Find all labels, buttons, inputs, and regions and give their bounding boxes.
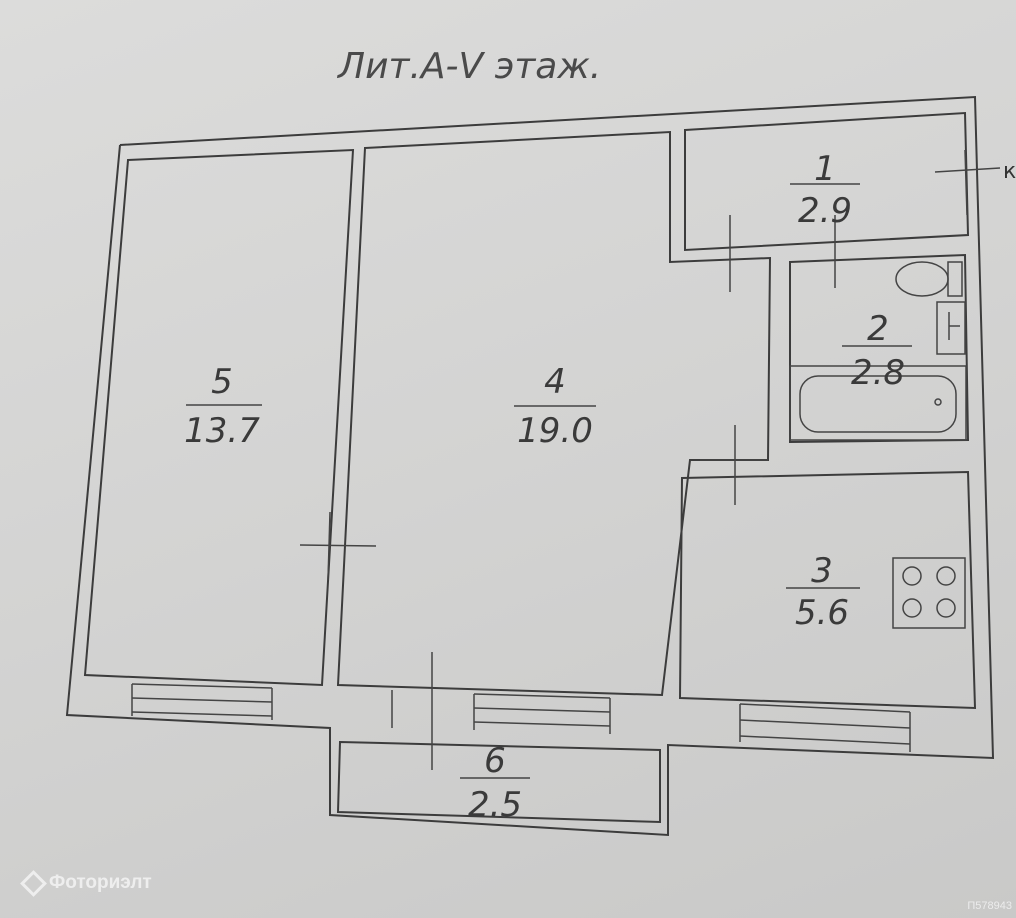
svg-text:2.8: 2.8 <box>851 353 905 393</box>
diamond-logo-icon <box>20 869 47 897</box>
room-6-balcony-outline <box>336 740 661 824</box>
room-5-outline <box>83 148 355 687</box>
bathtub-icon <box>789 365 967 441</box>
door-markers <box>299 149 1001 770</box>
svg-text:5.6: 5.6 <box>795 593 849 633</box>
edge-marker: к <box>1003 159 1016 184</box>
room-label-4: 4 19.0 <box>514 362 596 451</box>
window <box>739 703 911 752</box>
stove-icon <box>892 557 966 629</box>
svg-text:2: 2 <box>867 309 889 349</box>
outer-wall <box>65 95 995 837</box>
sink-icon <box>936 301 966 355</box>
watermark-id: П578943 <box>967 900 1012 912</box>
svg-text:5: 5 <box>211 362 233 402</box>
svg-text:6: 6 <box>484 741 506 781</box>
svg-text:4: 4 <box>544 362 566 402</box>
room-3-outline <box>678 470 977 710</box>
plan-title: Лит.А-V этаж. <box>336 46 601 87</box>
svg-text:13.7: 13.7 <box>184 411 260 451</box>
watermark-brand: Фоториэлт <box>49 872 152 893</box>
window <box>131 683 273 720</box>
svg-text:3: 3 <box>811 551 833 591</box>
svg-text:2.9: 2.9 <box>798 191 852 231</box>
svg-text:2.5: 2.5 <box>468 785 522 825</box>
room-label-2: 2 2.8 <box>842 309 912 393</box>
room-label-1: 1 2.9 <box>790 149 860 231</box>
room-1-outline <box>684 111 970 252</box>
watermark-logo: Фоториэлт <box>20 869 152 897</box>
svg-text:1: 1 <box>814 149 836 189</box>
room-label-3: 3 5.6 <box>786 551 860 633</box>
svg-text:19.0: 19.0 <box>517 411 593 451</box>
window <box>391 690 611 734</box>
toilet-icon <box>895 261 963 297</box>
room-label-5: 5 13.7 <box>184 362 262 451</box>
room-label-6: 6 2.5 <box>460 741 530 825</box>
